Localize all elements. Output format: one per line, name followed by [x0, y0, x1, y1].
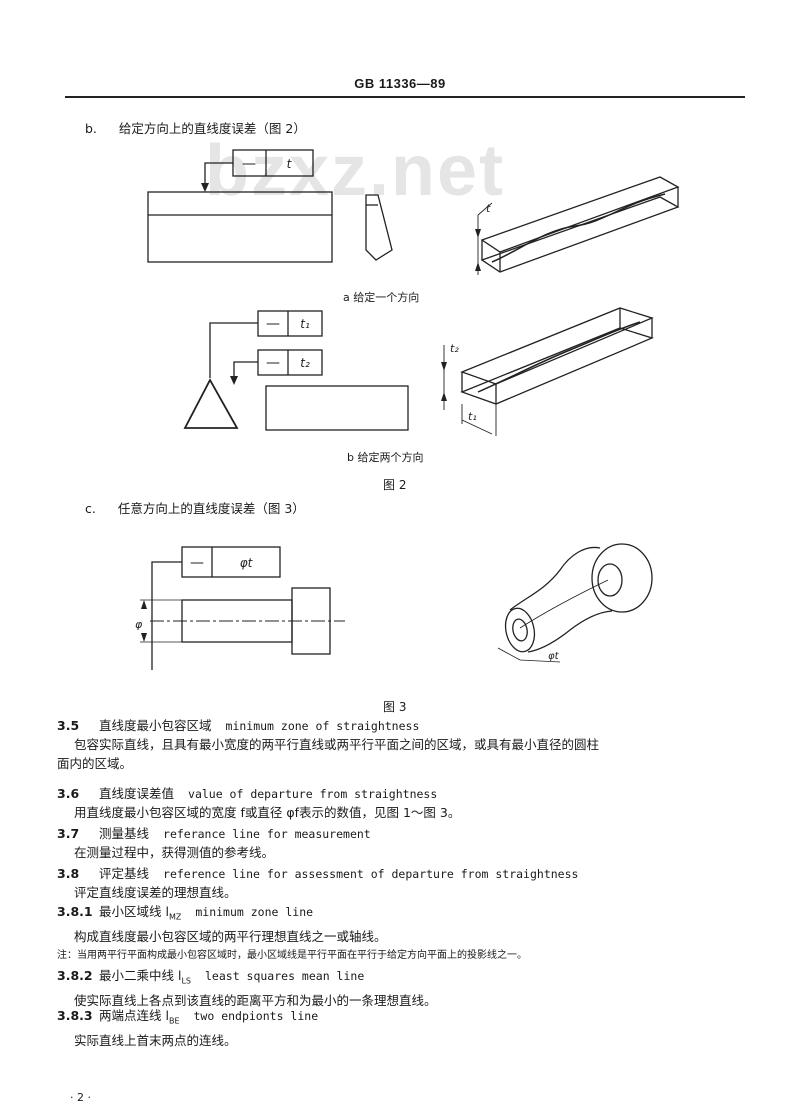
standard-number: GB 11336—89 [354, 76, 446, 91]
section-number: 3.6 [57, 786, 80, 801]
section-subscript: MZ [168, 912, 182, 922]
section-3-7: 3.7 测量基线 referance line for measurement 在测量… [57, 826, 757, 861]
fig2b-tolerance-frame-1: — t₁ [257, 310, 323, 337]
section-title: 最小区域线 l [99, 904, 169, 919]
section-english-term: least squares mean line [205, 969, 365, 983]
section-body-line: 使实际直线上各点到该直线的距离平方和为最小的一条理想直线。 [74, 992, 437, 1008]
item-c-line: c. 任意方向上的直线度误差（图 3） [85, 501, 305, 517]
fig2-subcaption-b: b 给定两个方向 [347, 451, 424, 464]
section-number: 3.5 [57, 718, 80, 733]
item-b-marker: b. [85, 121, 97, 136]
fig2a-iso-zone: t [475, 176, 680, 275]
section-number: 3.7 [57, 826, 80, 841]
fig3-frame-symbol: — [190, 555, 204, 571]
section-title: 评定基线 [99, 866, 150, 881]
fig2b-frame1-symbol: — [266, 316, 280, 332]
fig3-frame-tol: φt [240, 556, 254, 570]
figure-3: — φt φ φt [135, 543, 653, 670]
fig2b-frame2-tol: t₂ [300, 356, 310, 370]
fig2b-frame1-tol: t₁ [300, 317, 310, 331]
item-b-line: b. 给定方向上的直线度误差（图 2） [85, 121, 306, 137]
fig3-caption: 图 3 [383, 700, 407, 714]
section-body-line: 面内的区域。 [57, 756, 133, 771]
section-3-6: 3.6 直线度误差值 value of departure from straigh… [57, 786, 757, 821]
fig3-shaft: φ [135, 587, 345, 655]
fig3-tolerance-frame: — φt [181, 546, 281, 578]
section-3-8-1: 3.8.1 最小区域线 lMZ minimum zone line 构成直线度最小包容… [57, 904, 757, 964]
section-heading: 3.7 测量基线 referance line for measurement [57, 826, 757, 842]
section-heading: 3.8.2 最小二乘中线 lLS least squares mean line [57, 968, 757, 990]
section-title: 直线度最小包容区域 [99, 718, 212, 733]
fig2a-tolerance-frame: — t [232, 149, 314, 177]
section-body-line: 在测量过程中，获得测值的参考线。 [74, 845, 275, 860]
fig2b-dim-t2: t₂ [450, 342, 459, 355]
section-heading: 3.5 直线度最小包容区域 minimum zone of straightness [57, 718, 757, 734]
section-body-line: 包容实际直线，且具有最小宽度的两平行直线或两平行平面之间的区域，或具有最小直径的… [74, 737, 600, 752]
page-number: · 2 · [70, 1091, 91, 1104]
section-number: 3.8.2 [57, 968, 93, 983]
section-heading: 3.8.3 两端点连线 lBE two endpionts line [57, 1008, 757, 1030]
section-english-term: referance line for measurement [163, 827, 371, 841]
fig2b-leader-1 [209, 322, 258, 378]
section-english-term: minimum zone of straightness [225, 719, 420, 733]
section-number: 3.8 [57, 866, 80, 881]
section-3-8-2: 3.8.2 最小二乘中线 lLS least squares mean line 使实… [57, 968, 757, 1009]
section-number: 3.8.1 [57, 904, 93, 919]
section-subscript: LS [181, 976, 191, 986]
section-heading: 3.8.1 最小区域线 lMZ minimum zone line [57, 904, 757, 926]
section-title: 测量基线 [99, 826, 150, 841]
item-c-text: 任意方向上的直线度误差（图 3） [117, 501, 305, 516]
section-3-8-3: 3.8.3 两端点连线 lBE two endpionts line 实际直线上首末两… [57, 1008, 757, 1049]
header-rule [65, 96, 745, 98]
fig2b-tolerance-frame-2: — t₂ [257, 349, 323, 376]
fig2a-frame-tol: t [287, 157, 293, 171]
section-english-term: value of departure from straightness [188, 787, 438, 801]
section-3-8: 3.8 评定基线 reference line for assessment of … [57, 866, 757, 901]
section-subscript: BE [168, 1016, 180, 1026]
section-title: 直线度误差值 [99, 786, 175, 801]
watermark: bzxz.net [205, 131, 506, 211]
fig2b-triangle [183, 378, 239, 429]
fig2b-bar [265, 385, 409, 431]
fig3-dim-phit: φt [548, 651, 560, 662]
section-body-line: 构成直线度最小包容区域的两平行理想直线之一或轴线。 [74, 928, 387, 944]
fig2a-section [365, 194, 393, 261]
section-heading: 3.8 评定基线 reference line for assessment of … [57, 866, 757, 882]
section-title: 两端点连线 l [99, 1008, 169, 1023]
fig2a-bar [147, 191, 333, 263]
figure-2: — t t — t₁ — t₂ [147, 149, 680, 436]
fig2a-leader [204, 162, 233, 190]
fig3-leader [151, 561, 182, 670]
section-english-term: reference line for assessment of departu… [163, 867, 579, 881]
item-b-text: 给定方向上的直线度误差（图 2） [118, 121, 306, 136]
fig2-subcaption-a: a 给定一个方向 [343, 291, 420, 304]
fig2b-iso-zone: t₂ t₁ [441, 307, 654, 436]
section-title: 最小二乘中线 l [99, 968, 182, 983]
fig3-dim-phi: φ [135, 618, 143, 631]
section-heading: 3.6 直线度误差值 value of departure from straigh… [57, 786, 757, 802]
item-c-marker: c. [85, 501, 96, 516]
fig2-caption: 图 2 [383, 478, 407, 492]
section-body-line: 实际直线上首末两点的连线。 [74, 1032, 237, 1048]
section-3-5: 3.5 直线度最小包容区域 minimum zone of straightness… [57, 718, 757, 772]
section-body-line: 用直线度最小包容区域的宽度 f或直径 φf表示的数值，见图 1～图 3。 [74, 805, 461, 820]
fig2b-leader-2 [233, 361, 258, 383]
fig2b-dim-t1: t₁ [468, 410, 477, 423]
fig2a-frame-symbol: — [242, 156, 256, 172]
fig2b-frame2-symbol: — [266, 355, 280, 371]
section-note: 注：当用两平行平面构成最小包容区域时，最小区域线是平行平面在平行于给定方向平面上… [57, 949, 527, 961]
section-english-term: two endpionts line [193, 1009, 319, 1023]
fig2a-dim-t: t [486, 202, 491, 215]
section-english-term: minimum zone line [195, 905, 314, 919]
section-body-line: 评定直线度误差的理想直线。 [74, 885, 237, 900]
fig3-iso-cylinder: φt [497, 543, 653, 663]
section-number: 3.8.3 [57, 1008, 93, 1023]
